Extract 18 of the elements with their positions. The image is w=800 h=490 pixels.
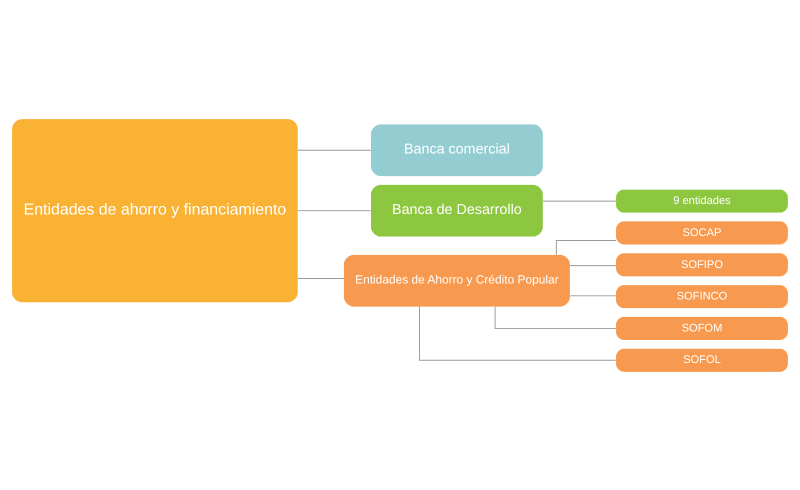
node-box: SOCAP [616,220,788,244]
connector [494,306,616,328]
node-box: Entidades de Ahorro y Crédito Popular [344,254,570,306]
node-box: Banca de Desarrollo [370,184,543,236]
connector [297,210,372,211]
node-box: SOFINCO [616,284,788,308]
node-box: SOFIPO [616,252,788,276]
connector [570,294,616,296]
connector [556,240,616,255]
node-box: Banca comercial [370,124,543,176]
node-box: SOFOM [616,316,788,340]
node-box: SOFOL [616,348,788,372]
node-box: Entidades de ahorro y financiamiento [12,118,298,302]
connector [297,149,372,150]
connector [542,200,616,202]
node-box: 9 entidades [616,189,788,212]
connector [419,306,616,360]
connector [570,264,616,266]
